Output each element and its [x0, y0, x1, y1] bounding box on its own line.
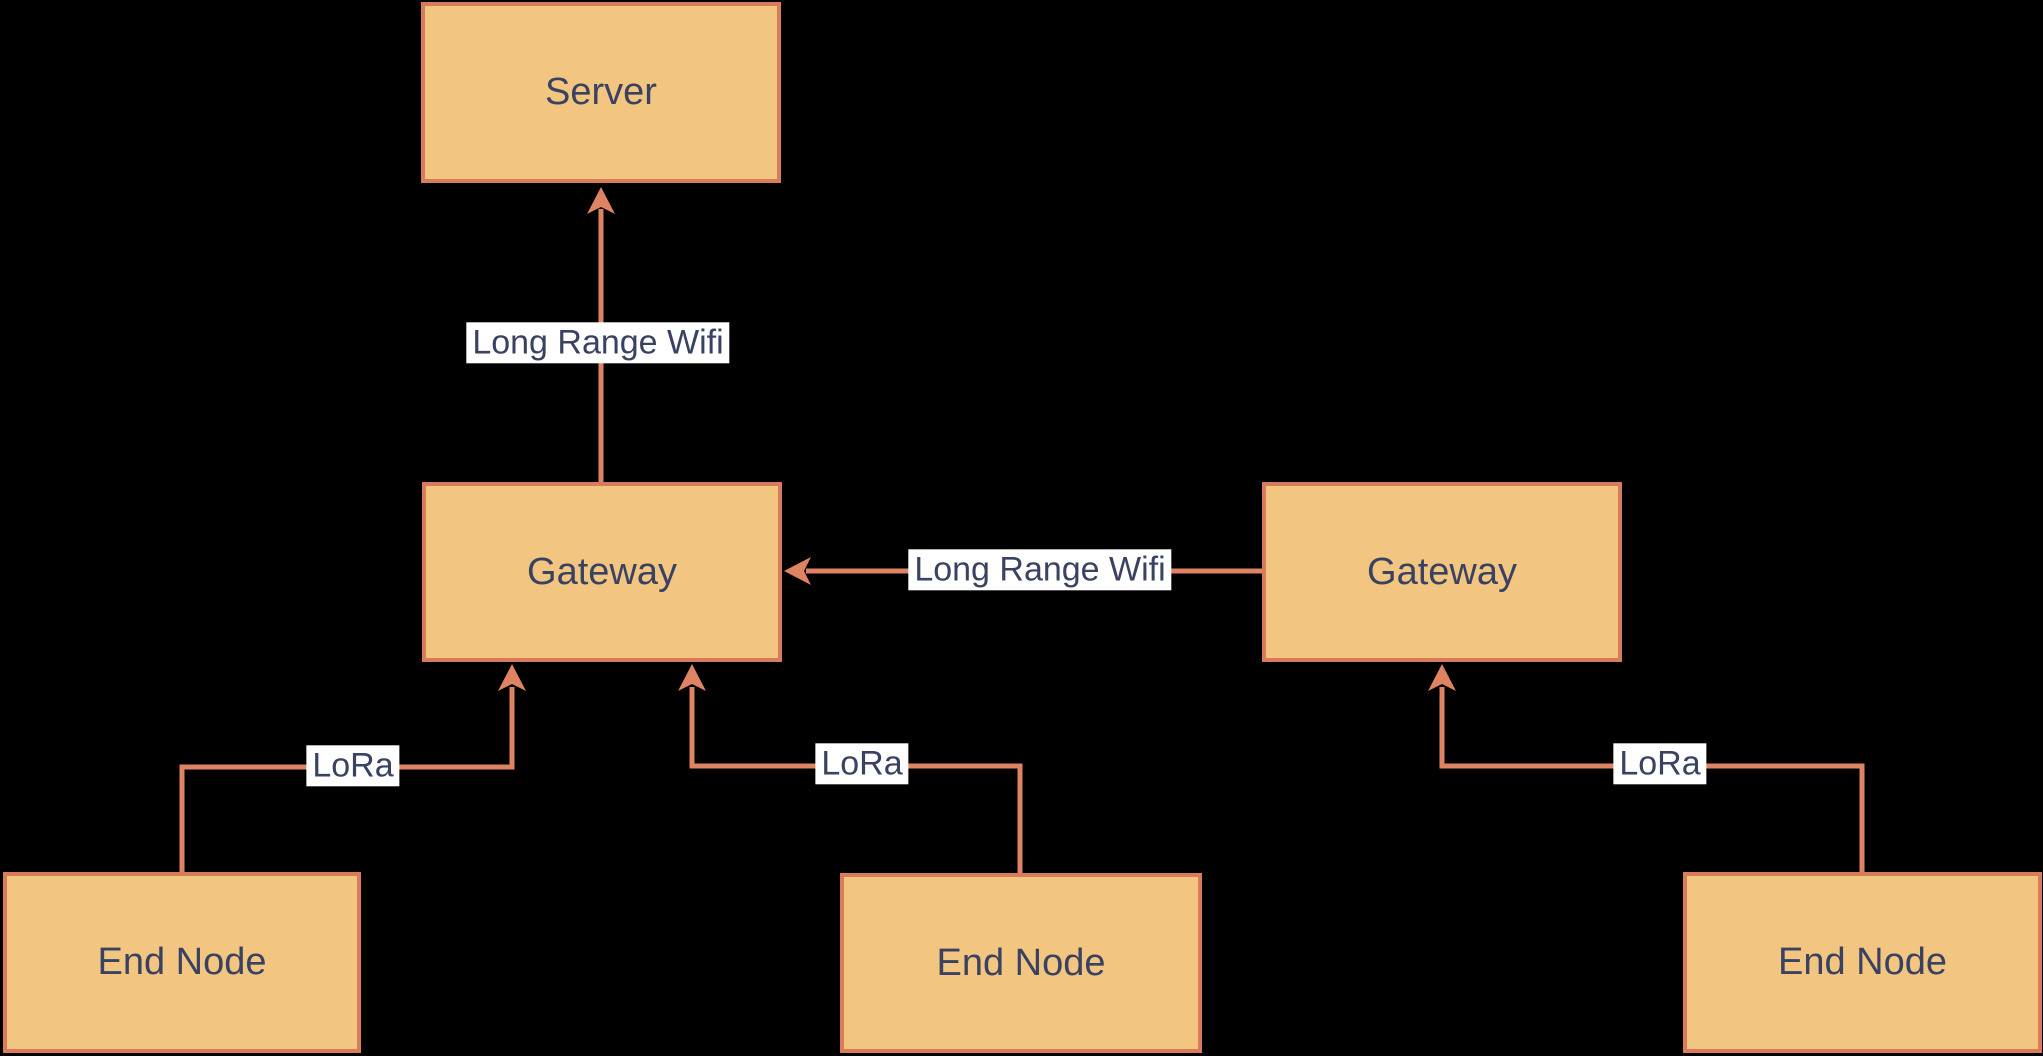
node-server: Server: [421, 2, 781, 183]
arrowhead-up-gateway-right: [1428, 664, 1456, 691]
node-server-label: Server: [545, 71, 657, 113]
node-gateway-right: Gateway: [1262, 482, 1622, 662]
arrowhead-up-gateway-left-b: [678, 664, 706, 691]
node-gateway-left: Gateway: [422, 482, 782, 662]
node-end-node-middle-label: End Node: [936, 941, 1106, 984]
arrowhead-up-gateway-left-a: [498, 664, 526, 691]
edge-label-long-range-wifi-horizontal: Long Range Wifi: [908, 549, 1172, 591]
node-end-node-left-label: End Node: [97, 941, 267, 983]
node-end-node-left: End Node: [3, 872, 361, 1053]
node-gateway-left-label: Gateway: [527, 550, 677, 593]
node-end-node-right-label: End Node: [1777, 941, 1947, 983]
arrowhead-left-gateway-left: [784, 557, 811, 585]
node-end-node-right: End Node: [1683, 872, 2042, 1053]
edge-label-long-range-wifi-vertical: Long Range Wifi: [466, 322, 730, 364]
edge-label-lora-middle: LoRa: [815, 743, 909, 785]
node-gateway-right-label: Gateway: [1367, 550, 1517, 593]
node-end-node-middle: End Node: [840, 873, 1202, 1053]
edge-label-lora-left: LoRa: [306, 745, 400, 787]
edge-label-lora-right: LoRa: [1613, 743, 1707, 785]
arrowhead-up-server: [587, 187, 615, 214]
